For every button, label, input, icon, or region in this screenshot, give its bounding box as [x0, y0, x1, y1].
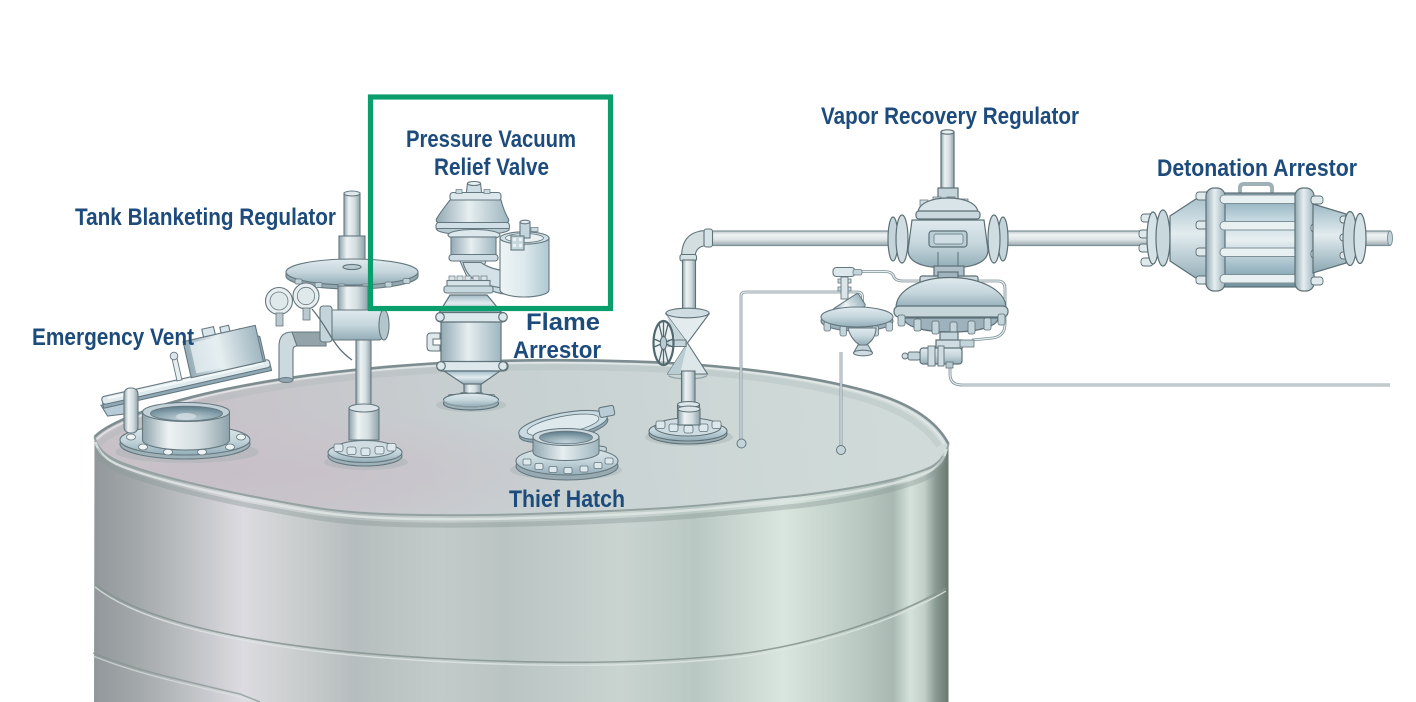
svg-text:Relief Valve: Relief Valve [434, 154, 549, 181]
svg-text:Tank Blanketing Regulator: Tank Blanketing Regulator [75, 204, 336, 231]
svg-text:Vapor Recovery Regulator: Vapor Recovery Regulator [821, 103, 1079, 130]
svg-text:Pressure Vacuum: Pressure Vacuum [406, 126, 576, 153]
svg-text:Flame: Flame [526, 309, 600, 336]
svg-text:Detonation Arrestor: Detonation Arrestor [1157, 155, 1357, 182]
svg-text:Emergency Vent: Emergency Vent [32, 324, 194, 351]
svg-text:Arrestor: Arrestor [513, 337, 601, 364]
svg-text:Thief Hatch: Thief Hatch [509, 486, 625, 513]
